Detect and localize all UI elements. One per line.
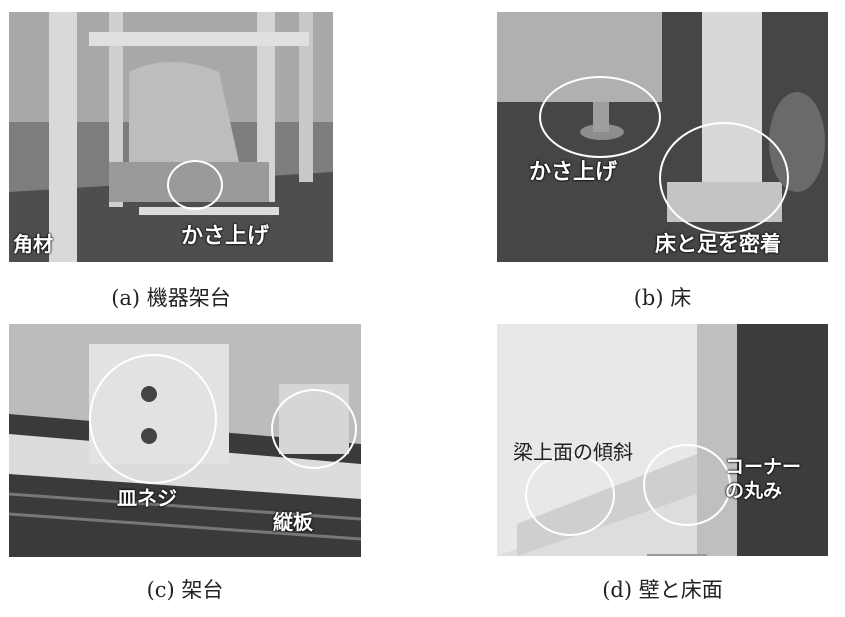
highlight-ring xyxy=(525,454,615,536)
label-kasaage: かさ上げ xyxy=(181,224,270,249)
caption-c: (c) 架台 xyxy=(146,578,224,602)
highlight-ring xyxy=(659,122,789,234)
caption-a: (a) 機器架台 xyxy=(111,286,231,310)
label-corner-1: コーナー xyxy=(725,456,802,478)
label-keisha: 梁上面の傾斜 xyxy=(513,440,633,464)
label-kakuzai: 角材 xyxy=(13,232,53,256)
caption-d: (d) 壁と床面 xyxy=(602,578,723,602)
photo-equipment-stand: 角材 かさ上げ xyxy=(9,12,333,262)
label-kasaage-b: かさ上げ xyxy=(529,160,618,185)
label-saraneji: 皿ネジ xyxy=(117,486,177,510)
highlight-ring xyxy=(167,160,223,210)
label-corner-2: の丸み xyxy=(725,480,783,502)
photo-floor: かさ上げ 床と足を密着 xyxy=(497,12,828,262)
caption-b: (b) 床 xyxy=(633,286,692,310)
label-tateita: 縦板 xyxy=(273,510,313,534)
highlight-ring xyxy=(89,354,217,484)
highlight-ring xyxy=(271,389,357,469)
photo-frame: 皿ネジ 縦板 xyxy=(9,324,361,557)
label-yuka: 床と足を密着 xyxy=(655,232,781,256)
highlight-ring xyxy=(539,76,661,158)
photo-wall-floor: 梁上面の傾斜 コーナー の丸み xyxy=(497,324,828,556)
highlight-ring xyxy=(643,444,731,526)
